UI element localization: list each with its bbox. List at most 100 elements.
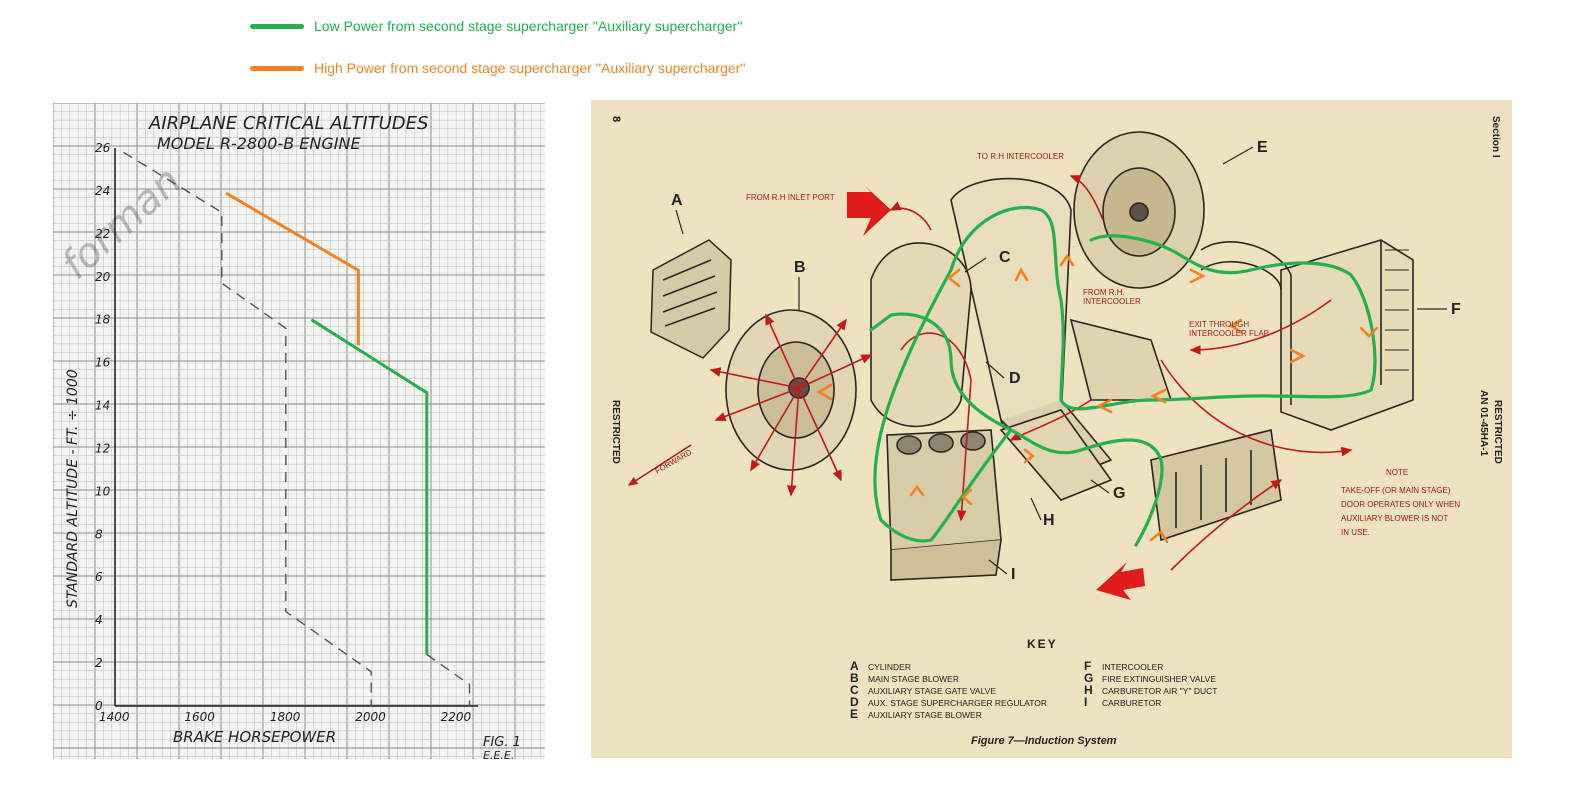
label-exit-2: INTERCOOLER FLAP bbox=[1189, 329, 1269, 338]
restricted-left: RESTRICTED bbox=[610, 400, 621, 464]
section-label: Section I bbox=[1490, 116, 1501, 158]
label-exit-1: EXIT THROUGH bbox=[1189, 320, 1249, 329]
legend-swatch-low-power bbox=[250, 23, 304, 29]
key-text-e: AUXILIARY STAGE BLOWER bbox=[868, 710, 982, 720]
low-power-route bbox=[869, 205, 1377, 547]
label-to-rh-intercooler: TO R.H INTERCOOLER bbox=[977, 152, 1064, 161]
page-number: 8 bbox=[610, 116, 622, 122]
key-letter-d: D bbox=[850, 695, 859, 709]
key-text-i: CARBURETOR bbox=[1102, 698, 1161, 708]
y-tick-label: 16 bbox=[95, 356, 111, 370]
x-tick-label: 1400 bbox=[99, 710, 130, 724]
key-letter-e: E bbox=[850, 707, 858, 721]
diagram-note: NOTE TAKE-OFF (OR MAIN STAGE) DOOR OPERA… bbox=[1341, 468, 1460, 537]
label-forward: FORWARD bbox=[654, 447, 694, 475]
callout-c: C bbox=[999, 249, 1011, 266]
forward-arrow bbox=[627, 444, 692, 486]
callout-h: H bbox=[1043, 512, 1055, 529]
y-tick-label: 6 bbox=[95, 570, 103, 584]
diagram-key: KEY A CYLINDER B MAIN STAGE BLOWER C AUX… bbox=[850, 637, 1217, 747]
y-tick-label: 10 bbox=[95, 484, 111, 498]
key-text-c: AUXILIARY STAGE GATE VALVE bbox=[868, 686, 996, 696]
fire-extinguisher-valve-illustration bbox=[1150, 429, 1282, 542]
key-text-b: MAIN STAGE BLOWER bbox=[868, 674, 959, 684]
inlet-arrow-bottom bbox=[1096, 562, 1145, 600]
figure-initials: E.E.E. bbox=[483, 749, 514, 759]
legend-item-high-power: High Power from second stage supercharge… bbox=[250, 60, 746, 76]
intercooler-illustration bbox=[1280, 239, 1414, 431]
note-title: NOTE bbox=[1386, 468, 1408, 477]
y-tick-label: 12 bbox=[95, 441, 110, 455]
key-letter-i: I bbox=[1084, 695, 1087, 709]
x-axis-label: BRAKE HORSEPOWER bbox=[173, 728, 336, 746]
key-letter-b: B bbox=[850, 671, 859, 685]
carburetor-illustration bbox=[886, 429, 1002, 581]
series-line-1 bbox=[225, 191, 360, 346]
y-tick-label: 24 bbox=[95, 184, 110, 198]
legend-swatch-high-power bbox=[250, 65, 304, 71]
y-tick-label: 18 bbox=[95, 313, 111, 327]
series-line-3 bbox=[426, 653, 471, 706]
callout-b: B bbox=[794, 259, 806, 276]
legend-label-low-power: Low Power from second stage supercharger… bbox=[314, 18, 743, 34]
inlet-arrow-top bbox=[847, 184, 891, 236]
legend-item-low-power: Low Power from second stage supercharger… bbox=[250, 18, 743, 34]
critical-altitudes-chart: AIRPLANE CRITICAL ALTITUDES MODEL R-2800… bbox=[53, 103, 545, 759]
callout-i: I bbox=[1011, 566, 1015, 583]
figure-number: FIG. 1 bbox=[483, 735, 521, 750]
y-tick-label: 26 bbox=[95, 141, 111, 155]
chart-grid bbox=[53, 103, 545, 759]
key-letter-h: H bbox=[1084, 683, 1093, 697]
induction-system-diagram: 8 Section I RESTRICTED RESTRICTED AN 01-… bbox=[591, 100, 1512, 758]
key-letter-f: F bbox=[1084, 659, 1091, 673]
label-from-rh-inlet-port: FROM R.H INLET PORT bbox=[746, 193, 835, 202]
key-text-g: FIRE EXTINGUISHER VALVE bbox=[1102, 674, 1216, 684]
x-tick-label: 1800 bbox=[270, 710, 301, 724]
x-tick-label: 2200 bbox=[441, 710, 472, 724]
callout-f: F bbox=[1451, 301, 1461, 318]
key-letter-a: A bbox=[850, 659, 859, 673]
auxiliary-stage-blower-illustration bbox=[1073, 131, 1205, 289]
high-power-direction-markers bbox=[816, 253, 1379, 544]
y-tick-label: 22 bbox=[95, 227, 110, 241]
callout-g: G bbox=[1113, 485, 1125, 502]
cylinder-illustration bbox=[650, 239, 732, 359]
y-tick-label: 0 bbox=[95, 699, 103, 713]
x-tick-label: 1600 bbox=[184, 710, 215, 724]
key-text-f: INTERCOOLER bbox=[1102, 662, 1163, 672]
series-line-2 bbox=[123, 151, 372, 706]
component-callouts: A B C D E F G H I bbox=[671, 139, 1461, 583]
callout-e: E bbox=[1257, 139, 1268, 156]
y-tick-label: 2 bbox=[95, 656, 103, 670]
chart-axes bbox=[114, 148, 478, 707]
key-text-h: CARBURETOR AIR "Y" DUCT bbox=[1102, 686, 1217, 696]
y-tick-label: 20 bbox=[95, 270, 111, 284]
series-line-0 bbox=[310, 318, 429, 655]
chart-title: AIRPLANE CRITICAL ALTITUDES bbox=[148, 113, 428, 134]
callout-a: A bbox=[671, 192, 683, 209]
document-id: AN 01-45HA-1 bbox=[1478, 390, 1489, 457]
airflow-arrows-red bbox=[709, 175, 1353, 571]
y-tick-label: 4 bbox=[95, 613, 103, 627]
restricted-right: RESTRICTED bbox=[1492, 400, 1503, 464]
note-line-3: AUXILIARY BLOWER IS NOT bbox=[1341, 514, 1448, 523]
note-line-2: DOOR OPERATES ONLY WHEN bbox=[1341, 500, 1460, 509]
figure-caption: Figure 7—Induction System bbox=[971, 735, 1117, 747]
label-from-rh-intercooler-1: FROM R.H. bbox=[1083, 288, 1125, 297]
chart-series bbox=[123, 151, 471, 706]
x-tick-label: 2000 bbox=[355, 710, 386, 724]
chart-svg: AIRPLANE CRITICAL ALTITUDES MODEL R-2800… bbox=[53, 103, 545, 759]
key-title: KEY bbox=[1027, 637, 1058, 651]
key-letter-c: C bbox=[850, 683, 859, 697]
legend-label-high-power: High Power from second stage supercharge… bbox=[314, 60, 746, 76]
y-tick-label: 14 bbox=[95, 399, 110, 413]
callout-d: D bbox=[1009, 370, 1021, 387]
y-tick-label: 8 bbox=[95, 527, 103, 541]
label-from-rh-intercooler-2: INTERCOOLER bbox=[1083, 297, 1141, 306]
key-text-d: AUX. STAGE SUPERCHARGER REGULATOR bbox=[868, 698, 1047, 708]
key-letter-g: G bbox=[1084, 671, 1093, 685]
y-axis-label: STANDARD ALTITUDE - FT. ÷ 1000 bbox=[65, 369, 81, 608]
diagram-svg: 8 Section I RESTRICTED RESTRICTED AN 01-… bbox=[610, 116, 1503, 747]
chart-subtitle: MODEL R-2800-B ENGINE bbox=[157, 134, 361, 153]
